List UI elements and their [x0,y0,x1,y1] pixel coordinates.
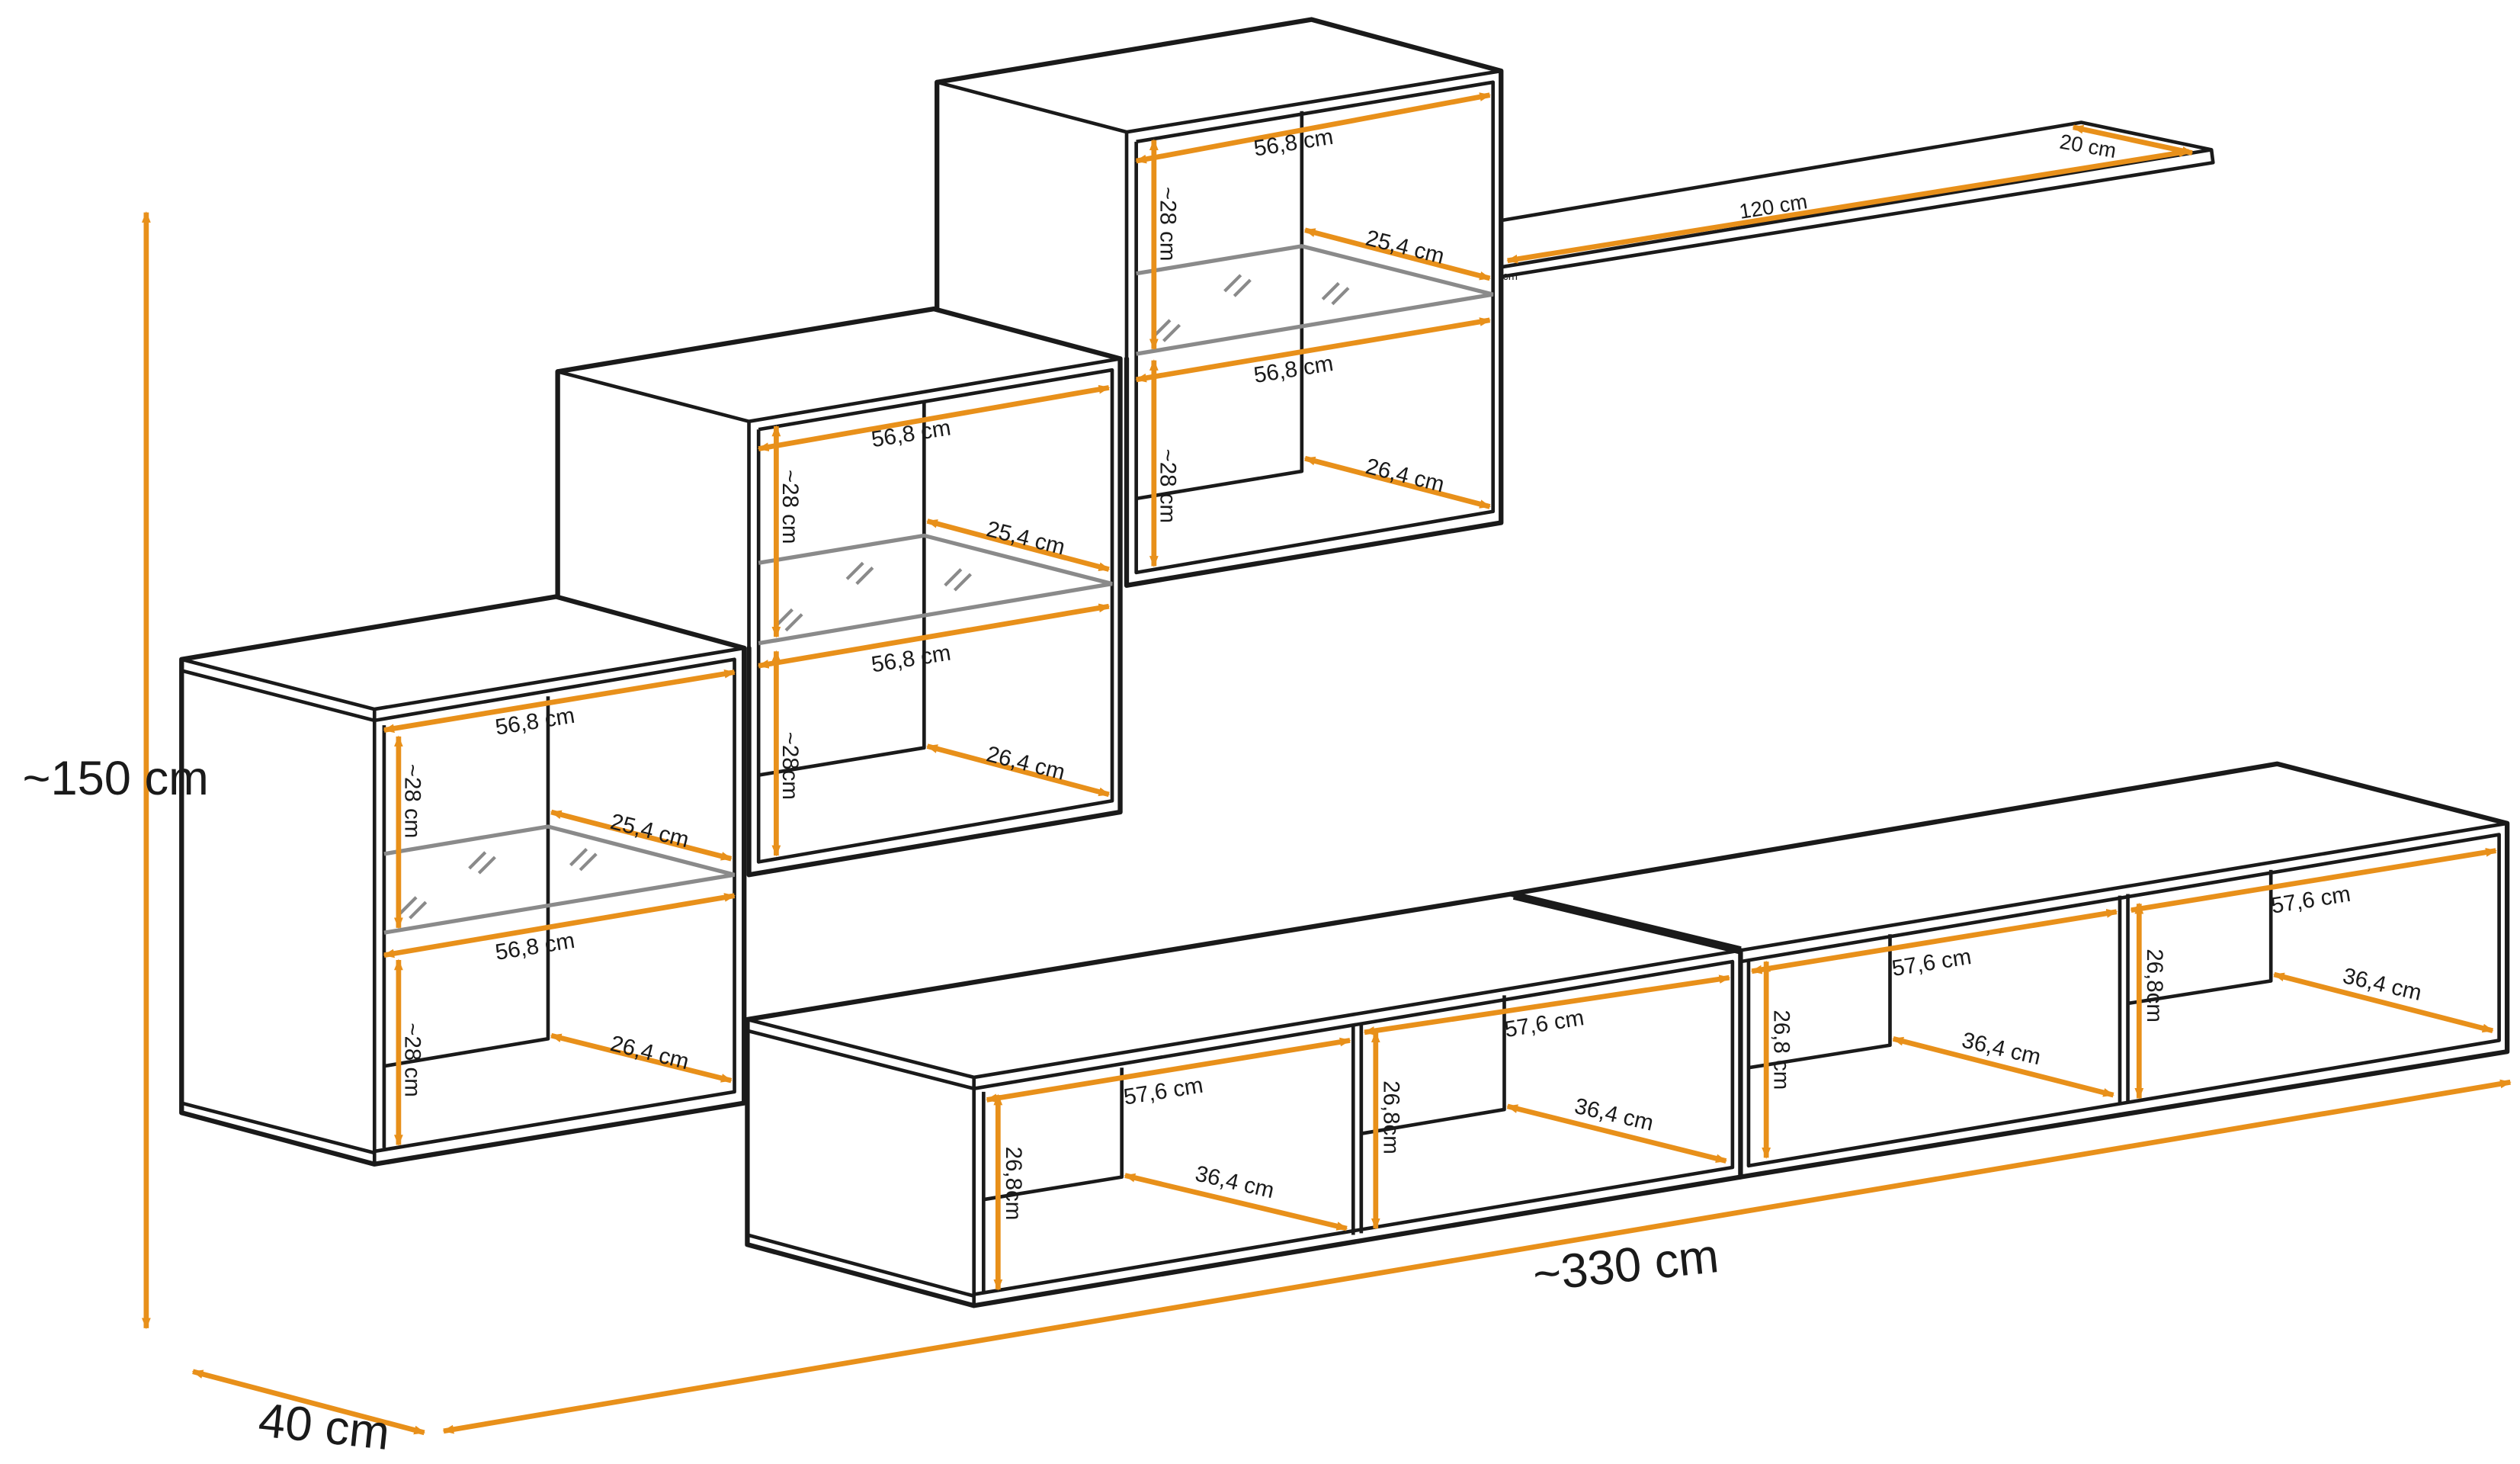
tv-right-depth-1-label: 36,4 cm [1960,1028,2044,1071]
shelf-length-arrow [1506,148,2191,264]
tv-right-width-1-label: 57,6 cm [1890,944,1973,981]
cube-left-height-top-label: ~28 cm [399,764,425,839]
cube-top-depth-bottom-label: 26,4 cm [1363,454,1447,497]
depth-label: 40 cm [256,1393,393,1460]
tv-right-depth-2-label: 36,4 cm [2340,963,2424,1006]
tv-right-depth-1-arrow [1892,1036,2115,1098]
tv-left-height-1-label: 26,8cm [1001,1147,1026,1221]
tv-left-width-1-arrow [986,1037,1351,1103]
cube-top-width-mid-arrow [1135,317,1491,383]
cube-middle-inner [758,400,926,777]
tv-left-height-2-label: 26,8cm [1378,1080,1403,1154]
tv-right-height-2-label: 26,8cm [2142,949,2167,1023]
cube-middle-depth-bottom-label: 26,4 cm [984,741,1068,785]
cube-middle-width-top-arrow [757,384,1111,452]
cube-left-depth-bottom-arrow [550,1032,733,1084]
tv-right-height-1-label: 26,8 cm [1769,1010,1794,1090]
tv-right-inner [1748,869,2273,1103]
wall-cube-middle: 56,8 cm 25,4 cm ~28 cm 56,8 cm ~28cm 26,… [555,306,1123,878]
cube-left-glass-hatch [399,848,598,920]
height-label: ~150 cm [23,752,209,805]
cube-top-inner [1136,111,1304,501]
tv-right-outline [1508,761,2510,1180]
wall-cube-left: 56,8 cm 25,4 cm ~28 cm 56,8 cm ~28 cm 26… [179,594,747,1167]
tv-left-width-2-arrow [1363,974,1731,1035]
tv-left-inner [983,995,1506,1235]
cube-top-width-top-arrow [1135,92,1491,164]
cube-top-glass-hatch [1153,274,1350,342]
cube-top-outline [935,17,1504,588]
tv-right-depth-2-arrow [2272,971,2494,1034]
width-arrow [442,1079,2512,1434]
wall-shelf: 120 cm 20 cm cm [1499,120,2215,283]
cube-top-height-top-label: ~28 cm [1155,187,1180,262]
cube-left-height-bottom-label: ~28 cm [399,1023,425,1097]
tv-unit-right: 57,6 cm 36,4 cm 26,8 cm 57,6 cm 36,4 cm … [1508,761,2510,1180]
tv-left-depth-1-arrow [1124,1173,1348,1231]
width-label: ~330 cm [1531,1229,1721,1302]
wall-cube-top: 56,8 cm 25,4 cm ~28 cm 56,8 cm ~28 cm 26… [935,17,1504,588]
cube-middle-height-bottom-label: ~28cm [777,732,803,800]
cube-top-depth-bottom-arrow [1303,455,1491,509]
cube-middle-depth-bottom-arrow [926,743,1111,798]
overall-dimensions: ~150 cm 40 cm ~330 cm [23,211,2512,1460]
tv-unit-left: 57,6 cm 36,4 cm 26,8cm 57,6 cm 36,4 cm 2… [745,891,1743,1308]
tv-right-joint [1512,891,1742,955]
cube-middle-glass-depth-arrow [926,518,1111,572]
cube-middle-glass-hatch [774,561,972,632]
tv-left-front [746,949,1741,1306]
shelf-small-label: cm [1502,271,1518,283]
cube-left-glass-depth-arrow [550,809,733,862]
cube-top-glass-depth-label: 25,4 cm [1363,226,1447,269]
cube-left-front [181,646,745,1164]
cube-top-width-top-label: 56,8 cm [1252,124,1335,162]
cube-middle-width-mid-arrow [757,603,1111,669]
tv-right-width-1-arrow [1750,909,2118,974]
cube-middle-height-top-label: ~28 cm [777,470,803,544]
shelf-depth-arrow [2072,124,2194,156]
cube-middle-width-top-label: 56,8 cm [870,415,953,452]
cube-left-depth-bottom-label: 26,4 cm [608,1031,691,1074]
cube-left-width-top-arrow [383,669,736,734]
cube-top-glass-depth-arrow [1303,227,1491,281]
tv-left-depth-2-arrow [1506,1103,1727,1164]
cube-left-width-mid-arrow [383,893,736,958]
depth-arrow [191,1369,426,1436]
cube-top-height-bottom-label: ~28 cm [1155,449,1180,524]
tv-left-depth-2-label: 36,4 cm [1573,1093,1656,1136]
tv-right-width-2-arrow [2130,847,2497,913]
cube-middle-outline [555,306,1123,878]
